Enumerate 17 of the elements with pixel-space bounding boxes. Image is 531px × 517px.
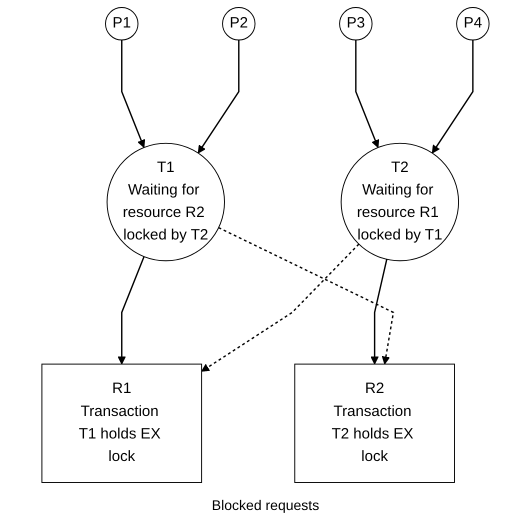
node-circle: T2 Waiting for resource R1 locked by T1 <box>340 142 460 262</box>
arrow <box>121 40 146 148</box>
node-circle: P1 <box>105 7 138 40</box>
note-text: Blocked requests <box>212 497 320 513</box>
node-circle: T1 Waiting for resource R2 locked by T2 <box>106 142 225 262</box>
arrow <box>355 40 380 148</box>
arrow <box>432 40 474 154</box>
node-circle: P4 <box>456 7 490 40</box>
arrow <box>218 227 394 364</box>
arrow <box>201 244 360 372</box>
arrow <box>198 40 240 154</box>
arrow <box>370 259 388 364</box>
node-circle: P3 <box>339 7 373 40</box>
arrow <box>118 256 145 364</box>
node-circle: P2 <box>222 7 256 40</box>
node-box: R1 Transaction T1 holds EX lock <box>41 364 202 483</box>
node-box: R2 Transaction T2 holds EX lock <box>294 364 455 483</box>
